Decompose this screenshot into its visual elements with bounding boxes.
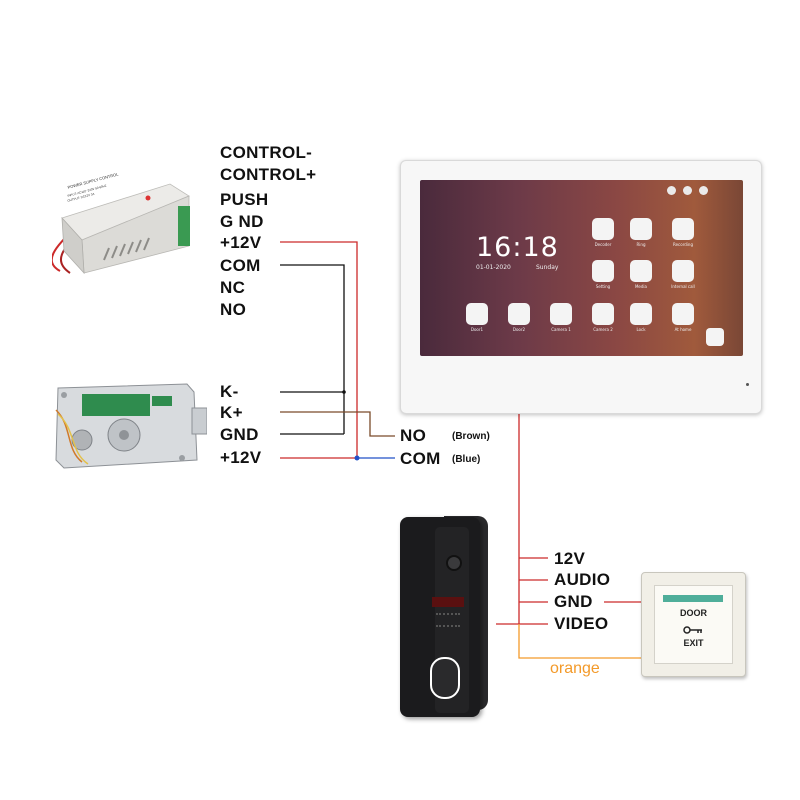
exit-door-label: DOOR	[680, 608, 707, 618]
camera2-label: Camera 2	[593, 327, 613, 332]
orange-wire-label: orange	[550, 660, 600, 677]
psu-terminal-gnd: G ND	[220, 212, 264, 231]
monitor-led-icon	[746, 383, 749, 386]
wire-psu-12v	[280, 241, 358, 458]
lock-status-icon	[683, 186, 692, 195]
wire-orange	[518, 624, 642, 659]
lock-label: Lock	[636, 327, 646, 332]
camera1-tile[interactable]	[550, 303, 572, 325]
setting-tile[interactable]	[592, 260, 614, 282]
exit-screen-icon[interactable]	[706, 328, 724, 346]
lock-terminal-kminus: K-	[220, 382, 239, 401]
power-supply-unit: POWER SUPPLY CONTROL INPUT: AC110~240V 5…	[50, 171, 190, 275]
bell-terminal-12v: 12V	[554, 549, 586, 568]
door2-label: Door2	[512, 327, 526, 332]
relay-no-label: NO	[400, 426, 427, 445]
monitor-screen: 16:18 01-01-2020 Sunday Decoder Ring Rec…	[420, 180, 743, 356]
exit-exit-label: EXIT	[683, 638, 704, 648]
lock-tile[interactable]	[630, 303, 652, 325]
junction-dot-black	[342, 390, 346, 394]
at-home-tile[interactable]	[672, 303, 694, 325]
outdoor-doorbell	[400, 517, 480, 717]
media-tile[interactable]	[630, 260, 652, 282]
psu-terminal-nc: NC	[220, 278, 246, 297]
electric-lock	[52, 380, 208, 470]
lock-terminal-12v: +12V	[220, 448, 262, 467]
internal-call-tile[interactable]	[672, 260, 694, 282]
key-icon	[683, 622, 703, 634]
psu-terminal-no: NO	[220, 300, 247, 319]
setting-label: Setting	[595, 284, 611, 289]
lock-terminal-gnd: GND	[220, 425, 259, 444]
wire-lock-kplus	[280, 411, 395, 437]
psu-terminal-control-minus: CONTROL-	[220, 143, 313, 162]
recording-tile[interactable]	[672, 218, 694, 240]
indoor-monitor: 16:18 01-01-2020 Sunday Decoder Ring Rec…	[400, 160, 762, 414]
psu-terminal-12v: +12V	[220, 233, 262, 252]
bell-terminal-gnd: GND	[554, 592, 593, 611]
psu-terminal-control-plus: CONTROL+	[220, 165, 317, 184]
camera2-tile[interactable]	[592, 303, 614, 325]
clock: 16:18	[476, 232, 559, 263]
psu-terminal-push: PUSH	[220, 190, 269, 209]
at-home-label: At home	[674, 327, 692, 332]
camera1-label: Camera 1	[551, 327, 571, 332]
date: 01-01-2020	[476, 264, 511, 271]
ring-tile[interactable]	[630, 218, 652, 240]
exit-button-plate: DOOR EXIT	[641, 572, 746, 677]
lock-terminal-kplus: K+	[220, 403, 243, 422]
junction-dot	[354, 455, 360, 461]
recording-label: Recording	[672, 242, 693, 247]
lock-drawing	[55, 383, 208, 469]
power-supply-drawing	[50, 183, 190, 275]
relay-com-color: (Blue)	[452, 454, 481, 465]
day: Sunday	[536, 264, 559, 271]
internal-call-label: Internal call	[671, 284, 695, 289]
exit-indicator-strip	[663, 595, 723, 602]
camera-lens-icon	[446, 555, 462, 571]
bell-terminal-video: VIDEO	[554, 614, 609, 633]
door1-label: Door1	[470, 327, 484, 332]
ir-leds	[432, 597, 464, 607]
relay-no-color: (Brown)	[452, 431, 490, 442]
bell-terminal-audio: AUDIO	[554, 570, 611, 589]
decoder-label: Decoder	[594, 242, 612, 247]
psu-terminal-com: COM	[220, 256, 261, 275]
wifi-icon	[699, 186, 708, 195]
door1-tile[interactable]	[466, 303, 488, 325]
relay-com-label: COM	[400, 449, 441, 468]
home-icon	[667, 186, 676, 195]
media-label: Media	[634, 284, 647, 289]
decoder-tile[interactable]	[592, 218, 614, 240]
speaker-grille-icon	[436, 613, 460, 627]
wire-psu-com	[280, 264, 345, 434]
exit-button[interactable]: DOOR EXIT	[654, 585, 733, 664]
door2-tile[interactable]	[508, 303, 530, 325]
ring-label: Ring	[636, 242, 646, 247]
call-button[interactable]	[430, 657, 460, 699]
